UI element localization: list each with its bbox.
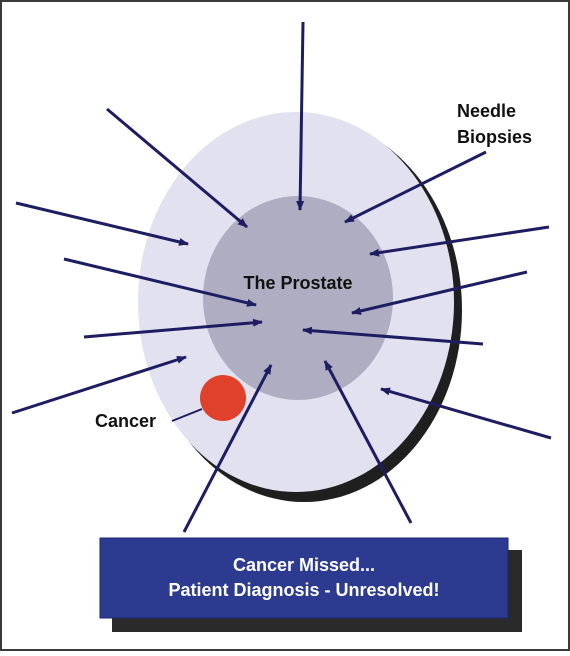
cancer-label: Cancer — [95, 411, 156, 431]
needle-biopsies-label-line2: Biopsies — [457, 127, 532, 147]
result-box — [100, 538, 508, 618]
result-line-1: Cancer Missed... — [233, 555, 375, 575]
needle-biopsies-label-line1: Needle — [457, 101, 516, 121]
cancer-lesion — [200, 375, 246, 421]
prostate-label: The Prostate — [243, 273, 352, 293]
result-line-2: Patient Diagnosis - Unresolved! — [168, 580, 439, 600]
